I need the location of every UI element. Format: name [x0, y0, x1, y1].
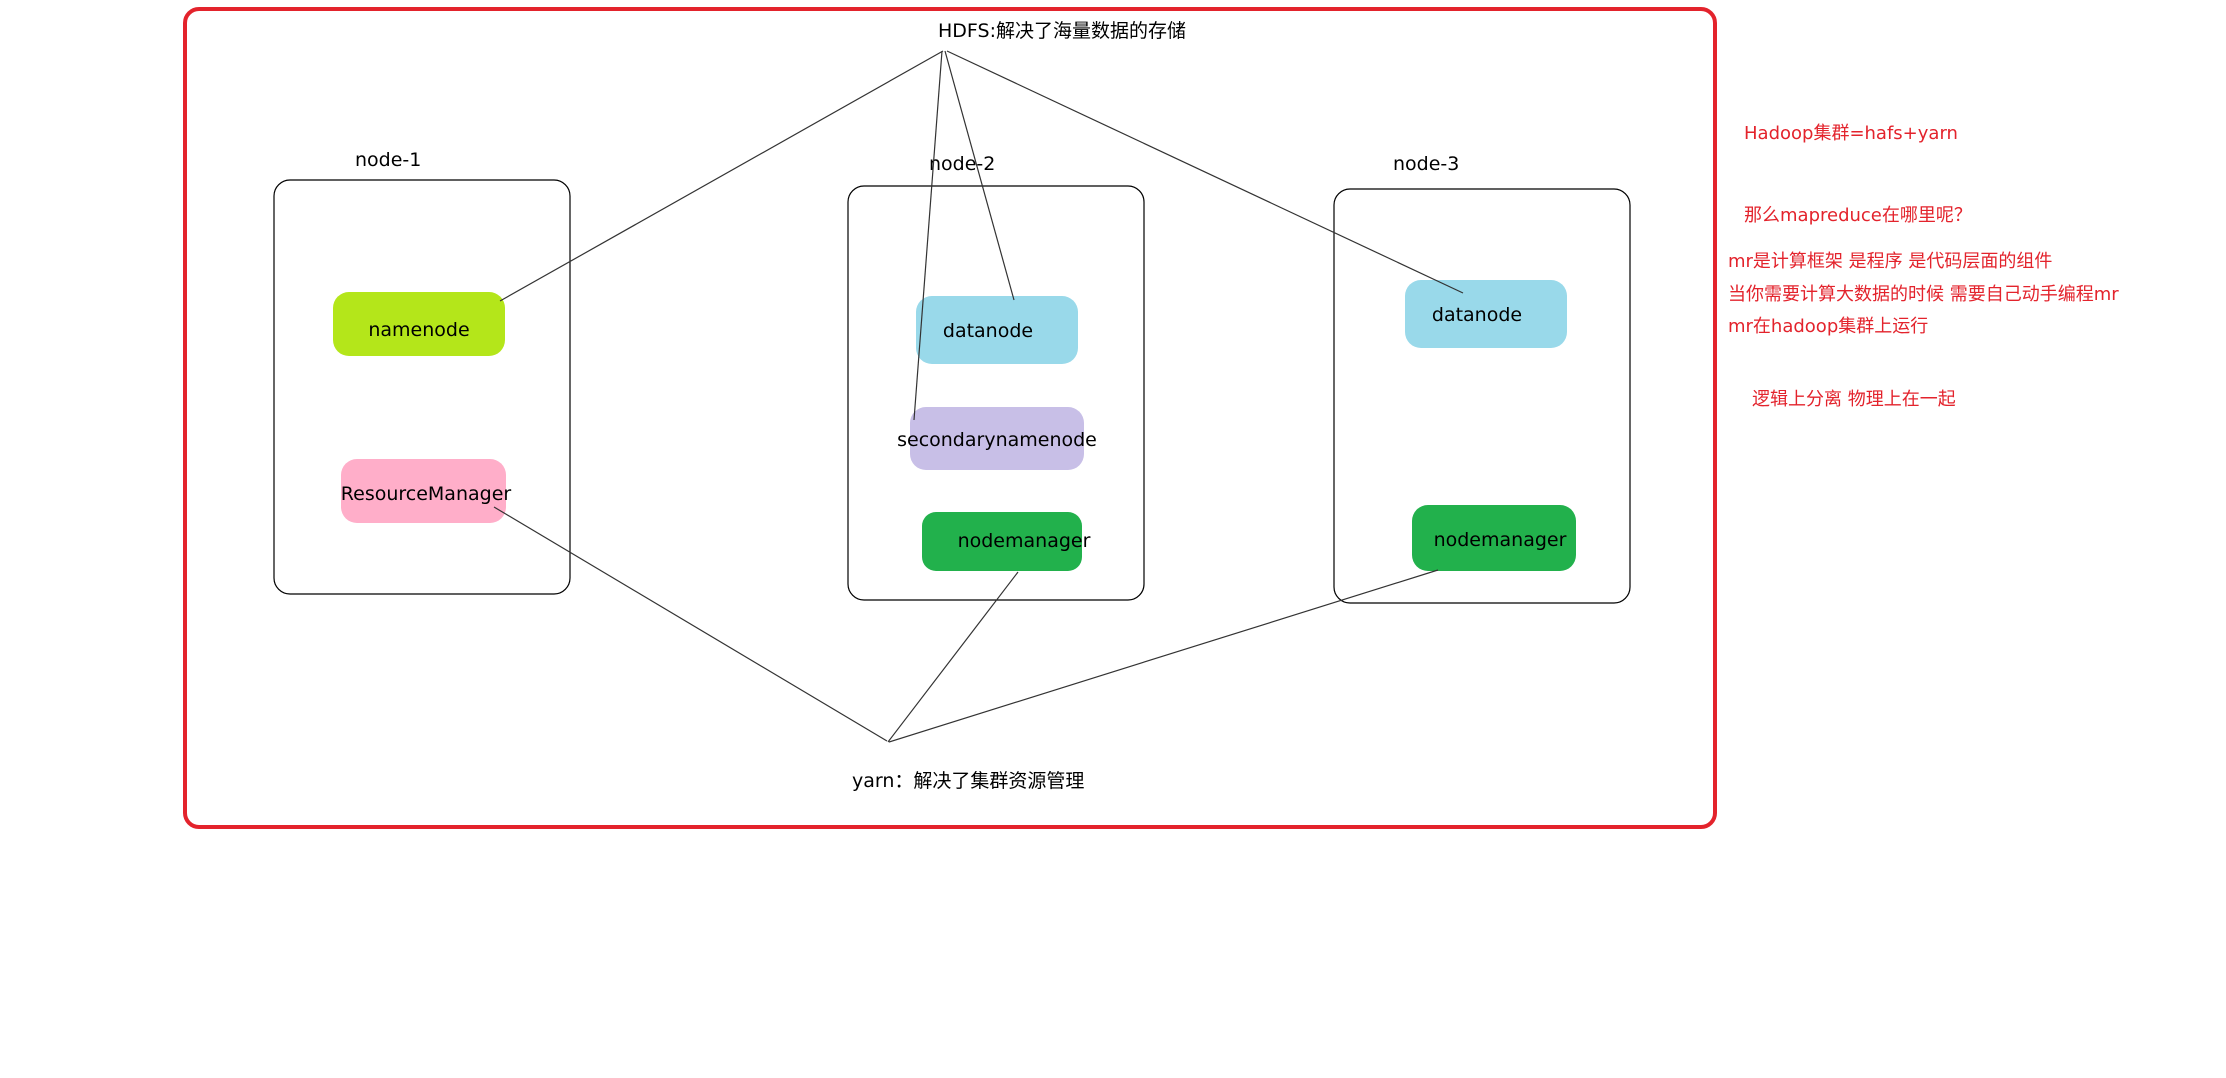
note-line-2: 那么mapreduce在哪里呢？: [1744, 205, 1972, 226]
yarn-connectors: [493, 506, 1439, 743]
node-2-nodemanager-box: nodemanager: [922, 512, 1091, 571]
namenode-box: namenode: [333, 292, 505, 356]
secondary-namenode-label: secondarynamenode: [897, 429, 1097, 451]
note-line-4: 当你需要计算大数据的时候 需要自己动手编程mr: [1728, 284, 2119, 305]
cluster-frame: [183, 7, 1717, 829]
node-2-datanode-label: datanode: [943, 320, 1033, 342]
hdfs-connectors: [499, 50, 1464, 421]
connector-yarn-nodemanager-2: [887, 571, 1019, 743]
notes: Hadoop集群=hafs+yarn 那么mapreduce在哪里呢？ mr是计…: [1728, 123, 2119, 410]
namenode-label: namenode: [368, 319, 469, 341]
node-2-datanode-box: datanode: [916, 296, 1078, 364]
connector-yarn-nodemanager-3: [888, 569, 1439, 743]
node-3-box: [1333, 188, 1631, 604]
node-3-datanode-box: datanode: [1405, 280, 1567, 348]
connector-hdfs-datanode-2: [944, 50, 1015, 301]
note-line-6: 逻辑上分离 物理上在一起: [1752, 389, 1956, 410]
note-line-1: Hadoop集群=hafs+yarn: [1744, 123, 1958, 144]
resource-manager-box: ResourceManager: [341, 459, 512, 523]
connector-hdfs-datanode-3: [946, 50, 1464, 294]
yarn-label: yarn：解决了集群资源管理: [852, 770, 1084, 792]
node-2-nodemanager-label: nodemanager: [958, 530, 1091, 552]
connector-yarn-resourcemanager: [493, 506, 888, 742]
connector-hdfs-namenode: [499, 50, 944, 302]
connector-hdfs-secondarynamenode: [913, 50, 943, 421]
node-3-nodemanager-box: nodemanager: [1412, 505, 1576, 571]
note-line-5: mr在hadoop集群上运行: [1728, 316, 1928, 337]
hdfs-label: HDFS:解决了海量数据的存储: [938, 20, 1186, 42]
secondary-namenode-box: secondarynamenode: [897, 407, 1097, 470]
node-1-box: [273, 179, 571, 595]
resource-manager-label: ResourceManager: [341, 483, 512, 505]
node-3-datanode-label: datanode: [1432, 304, 1522, 326]
node-3-title: node-3: [1393, 153, 1459, 175]
node-1-title: node-1: [355, 149, 421, 171]
note-line-3: mr是计算框架 是程序 是代码层面的组件: [1728, 251, 2052, 272]
node-3-nodemanager-label: nodemanager: [1434, 529, 1567, 551]
node-2-title: node-2: [929, 153, 995, 175]
